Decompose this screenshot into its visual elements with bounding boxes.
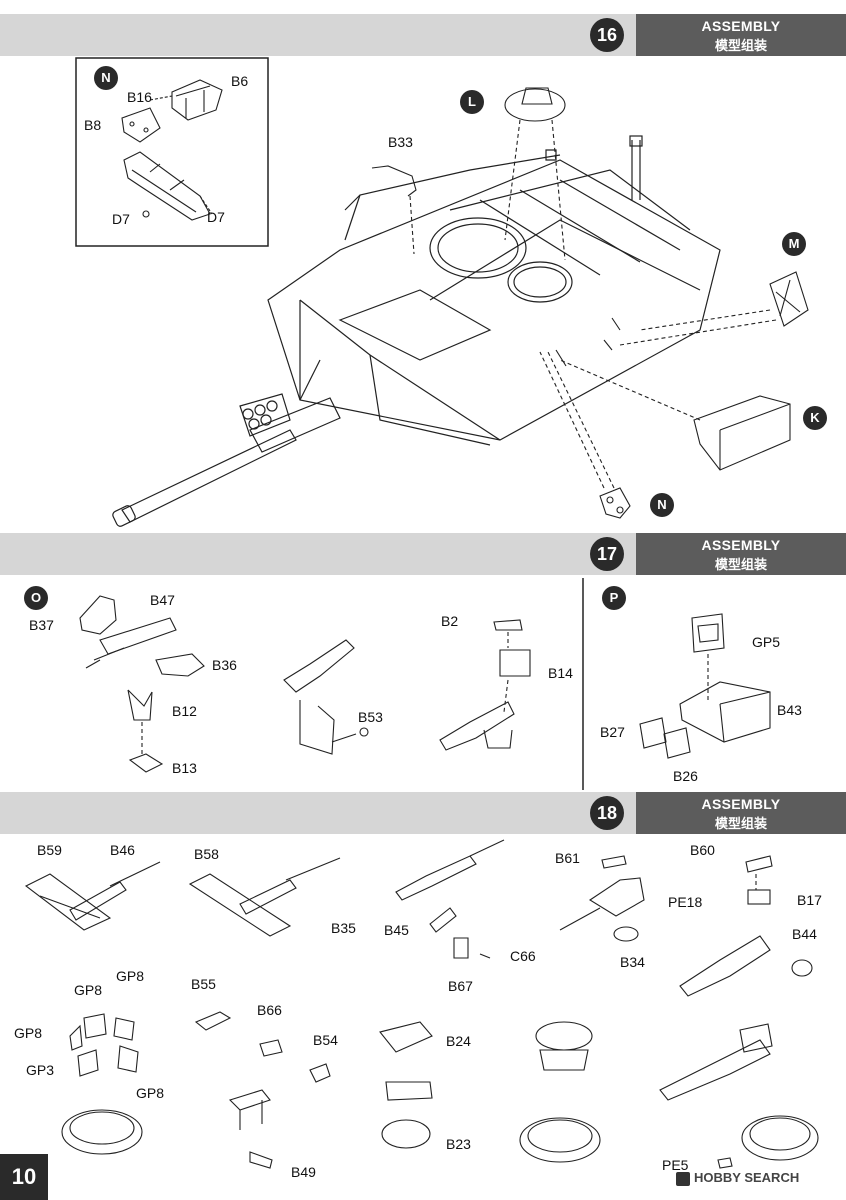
marker-l: L: [460, 90, 484, 114]
part-label: B33: [388, 134, 413, 150]
part-label: C66: [510, 948, 536, 964]
part-label: B49: [291, 1164, 316, 1180]
part-label: B24: [446, 1033, 471, 1049]
part-label: B2: [441, 613, 459, 629]
step18-row1: [24, 839, 813, 997]
marker-k: K: [803, 406, 827, 430]
turret-hull: [267, 135, 721, 446]
watermark: HOBBY SEARCH: [676, 1170, 799, 1186]
subassembly-k: [555, 349, 791, 471]
part-label: GP8: [116, 968, 145, 984]
step-16-title-en: ASSEMBLY: [701, 18, 781, 34]
part-label: GP3: [26, 1062, 55, 1078]
marker-o: O: [24, 586, 48, 610]
part-label: B44: [792, 926, 817, 942]
part-label: B67: [448, 978, 473, 994]
step-16-number: 16: [590, 18, 624, 52]
step-18-header: ASSEMBLY 模型组装: [0, 792, 846, 834]
marker-m: M: [782, 232, 806, 256]
part-label: B23: [446, 1136, 471, 1152]
part-label: B60: [690, 842, 715, 858]
step-18-title-en: ASSEMBLY: [701, 796, 781, 812]
step17-o-parts: [79, 595, 531, 773]
part-label: B37: [29, 617, 54, 633]
inset-parts: [121, 79, 223, 221]
part-label: B14: [548, 665, 573, 681]
part-label: B12: [172, 703, 197, 719]
part-label: B17: [797, 892, 822, 908]
part-label: B54: [313, 1032, 338, 1048]
part-label: B27: [600, 724, 625, 740]
part-label: B46: [110, 842, 135, 858]
part-label: B16: [127, 89, 152, 105]
subassembly-m: [603, 271, 809, 351]
step-16-title-zh: 模型组装: [714, 38, 767, 53]
step-18-title-zh: 模型组装: [714, 816, 767, 831]
subassembly-b33: [371, 165, 417, 255]
hobby-search-logo-icon: [676, 1171, 690, 1186]
step-17-number: 17: [590, 537, 624, 571]
subassembly-l: [504, 87, 566, 261]
inset-box-n: [75, 57, 269, 247]
marker-p: P: [602, 586, 626, 610]
part-label: B66: [257, 1002, 282, 1018]
step-17-title-zh: 模型组装: [714, 557, 767, 572]
part-label: GP8: [14, 1025, 43, 1041]
part-label: B55: [191, 976, 216, 992]
part-label: B53: [358, 709, 383, 725]
part-label: D7: [207, 209, 225, 225]
marker-n-inset: N: [94, 66, 118, 90]
step18-row2: [61, 1011, 819, 1169]
step-16-header: ASSEMBLY 模型组装: [0, 14, 846, 56]
part-label: B58: [194, 846, 219, 862]
part-label: B36: [212, 657, 237, 673]
part-label: GP8: [74, 982, 103, 998]
part-label: B8: [84, 117, 102, 133]
part-label: B47: [150, 592, 175, 608]
part-label: B26: [673, 768, 698, 784]
page-number: 10: [0, 1154, 48, 1200]
part-label: GP5: [752, 634, 781, 650]
part-label: PE5: [662, 1157, 689, 1173]
part-label: D7: [112, 211, 130, 227]
part-label: PE18: [668, 894, 703, 910]
part-label: B59: [37, 842, 62, 858]
marker-n: N: [650, 493, 674, 517]
part-label: B13: [172, 760, 197, 776]
step-17-header: ASSEMBLY 模型组装: [0, 533, 846, 575]
step17-p-parts: [639, 613, 771, 759]
step-18-number: 18: [590, 796, 624, 830]
watermark-text: HOBBY SEARCH: [694, 1170, 800, 1185]
step-17-title-en: ASSEMBLY: [701, 537, 781, 553]
part-label: B43: [777, 702, 802, 718]
main-gun: [112, 393, 341, 527]
part-label: B61: [555, 850, 580, 866]
part-label: B34: [620, 954, 645, 970]
part-label: B45: [384, 922, 409, 938]
part-label: B35: [331, 920, 356, 936]
subassembly-n-bottom: [539, 351, 631, 519]
part-label: GP8: [136, 1085, 165, 1101]
part-label: B6: [231, 73, 249, 89]
